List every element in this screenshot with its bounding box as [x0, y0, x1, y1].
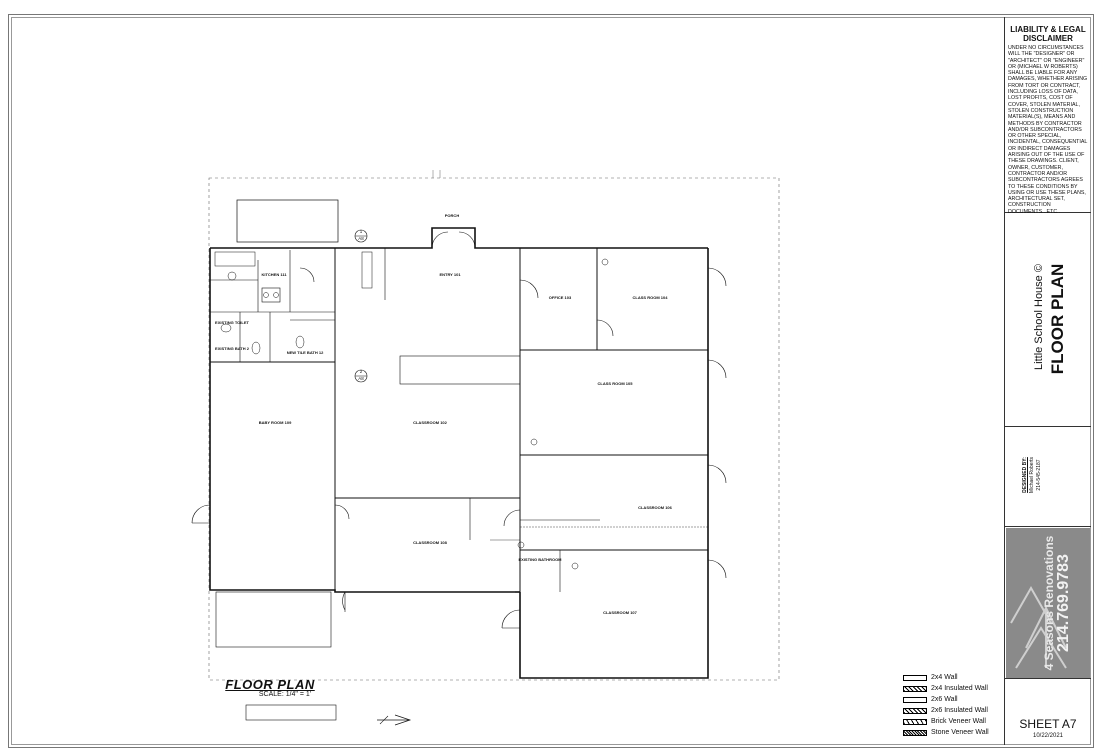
plan-title: FLOOR PLAN: [225, 677, 315, 692]
disclaimer-title: LIABILITY & LEGAL DISCLAIMER: [1010, 25, 1086, 43]
house-roof-icon: [1010, 585, 1067, 669]
designer-name: Michael Roberts: [1029, 456, 1035, 494]
sheet-name: FLOOR PLAN: [1048, 263, 1067, 375]
legend-label: 2x6 Insulated Wall: [931, 707, 988, 714]
sheet-number-block: SHEET A7 10/22/2021: [1004, 678, 1091, 745]
legend-label: 2x4 Wall: [931, 674, 958, 681]
room-label-classroom-106: CLASSROOM 106: [638, 505, 672, 510]
legend-swatch: [903, 675, 927, 681]
designer-phone: 214-545-2187: [1036, 459, 1042, 491]
room-label-existing-toilet: EXISTING TOILET: [215, 320, 249, 325]
legend-label: Brick Veneer Wall: [931, 718, 986, 725]
legend-swatch: [903, 730, 927, 736]
room-label-existing-bathroom: EXISTING BATHROOM: [518, 557, 562, 562]
room-label-class-105: CLASS ROOM 105: [597, 381, 633, 386]
sheet-number: SHEET A7: [1019, 717, 1077, 731]
designer-panel: DESIGNED BY: Michael Roberts 214-545-218…: [1005, 427, 1091, 527]
section-mark-2-sheet: A8: [358, 376, 364, 381]
legend-swatch: [903, 686, 927, 692]
legend-label: Stone Veneer Wall: [931, 729, 989, 736]
company-phone: 214.769.9783: [1055, 554, 1072, 652]
room-label-class-104: CLASS ROOM 104: [632, 295, 668, 300]
legend-item: 2x6 Wall: [903, 695, 1003, 706]
room-label-entry: ENTRY 101: [439, 272, 461, 277]
room-label-classroom-107: CLASSROOM 107: [603, 610, 637, 615]
sheet-border-outer: [8, 14, 1094, 748]
room-label-porch: PORCH: [444, 213, 460, 218]
sheet-border-inner: [11, 17, 1091, 745]
section-mark-1-sheet: A8: [358, 236, 364, 241]
room-label-classroom-102: CLASSROOM 102: [413, 420, 447, 425]
legend-label: 2x4 Insulated Wall: [931, 685, 988, 692]
title-block: LIABILITY & LEGAL DISCLAIMER UNDER NO CI…: [1004, 17, 1091, 745]
project-title-panel: Little School House © FLOOR PLAN: [1005, 213, 1091, 427]
room-label-classroom-108: CLASSROOM 108: [413, 540, 447, 545]
designed-by-label: DESIGNED BY:: [1022, 457, 1028, 493]
disclaimer-panel: LIABILITY & LEGAL DISCLAIMER UNDER NO CI…: [1005, 17, 1091, 215]
company-logo: 4 Seasons Renovations 214.769.9783: [1006, 528, 1090, 678]
legend-item: Brick Veneer Wall: [903, 717, 1003, 728]
legend-swatch: [903, 719, 927, 725]
legend-item: 2x6 Insulated Wall: [903, 706, 1003, 717]
room-label-kitchen: KITCHEN 111: [261, 272, 287, 277]
room-label-existing-bath: EXISTING BATH 2: [215, 346, 249, 351]
legend-swatch: [903, 697, 927, 703]
section-mark-2-number: 2: [359, 369, 363, 374]
legend-item: Stone Veneer Wall: [903, 728, 1003, 739]
legend-item: 2x4 Insulated Wall: [903, 684, 1003, 695]
section-mark-1-number: 1: [359, 229, 363, 234]
room-label-office: OFFICE 103: [548, 295, 572, 300]
plan-scale: SCALE: 1/4" = 1': [258, 691, 312, 698]
room-label-new-tile-bath: NEW TILE BATH 12: [286, 350, 324, 355]
legend-item: 2x4 Wall: [903, 673, 1003, 684]
company-name: 4 Seasons Renovations: [1042, 535, 1056, 671]
project-name: Little School House ©: [1033, 264, 1045, 370]
room-label-baby-room: BABY ROOM 109: [258, 420, 292, 425]
wall-legend: 2x4 Wall 2x4 Insulated Wall 2x6 Wall 2x6…: [903, 673, 1003, 739]
sheet-date: 10/22/2021: [1032, 733, 1064, 739]
disclaimer-body: UNDER NO CIRCUMSTANCES WILL THE "DESIGNE…: [1008, 45, 1088, 215]
legend-label: 2x6 Wall: [931, 696, 958, 703]
legend-swatch: [903, 708, 927, 714]
